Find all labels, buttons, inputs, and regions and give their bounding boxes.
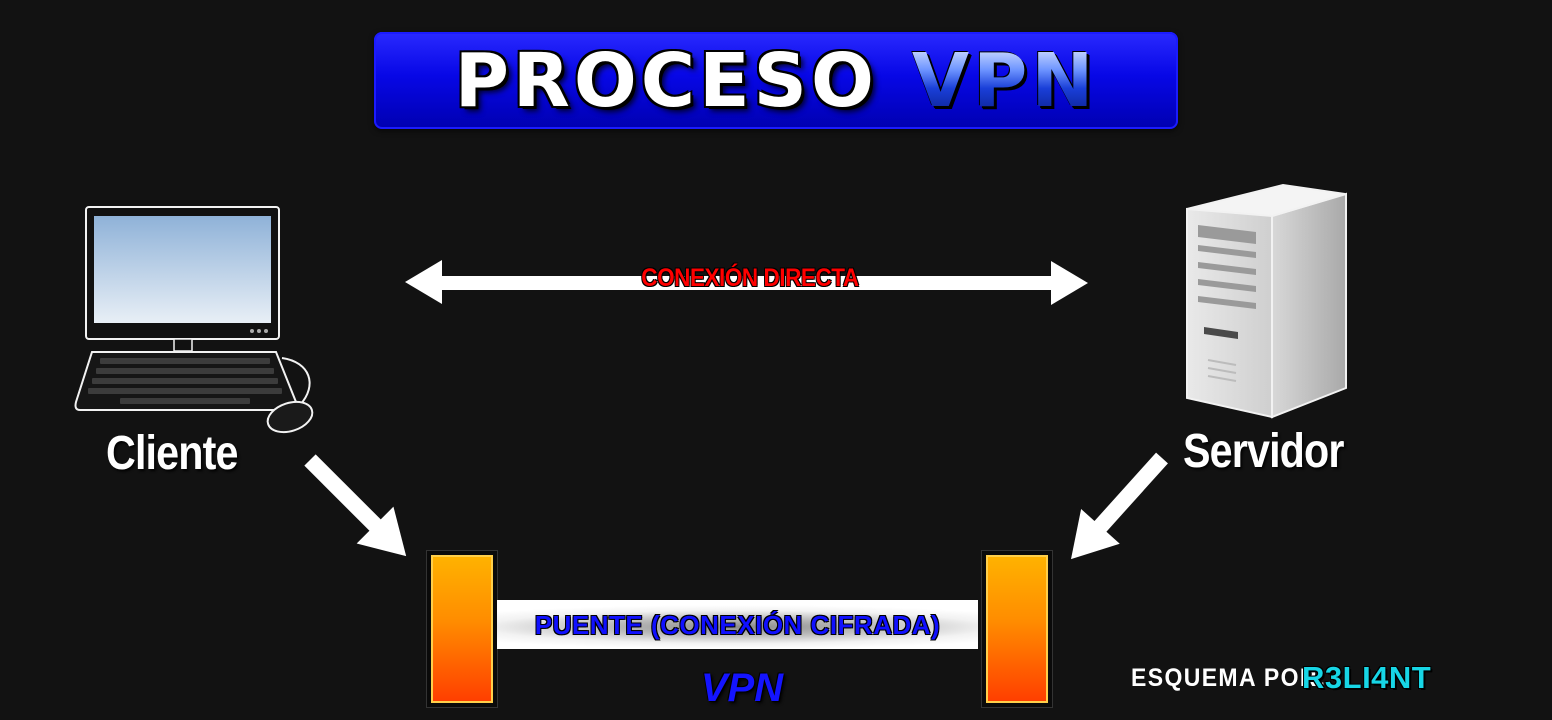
server-tower-icon xyxy=(1185,183,1347,419)
server-to-tunnel-arrow xyxy=(1070,452,1168,560)
client-label: Cliente xyxy=(106,427,238,480)
credit-author: R3LI4NT xyxy=(1302,660,1432,695)
credit-prefix: ESQUEMA POR: xyxy=(1131,664,1327,692)
title-word-vpn: VPN xyxy=(911,37,1098,124)
vpn-label: VPN xyxy=(700,666,784,710)
client-to-tunnel-arrow xyxy=(304,454,407,557)
direct-connection-arrow xyxy=(405,260,1088,305)
tunnel-bridge xyxy=(497,600,978,649)
tunnel-left-endpoint xyxy=(427,551,497,707)
title-word-proceso: PROCESO xyxy=(454,37,878,124)
desktop-computer-icon xyxy=(74,206,314,434)
server-label: Servidor xyxy=(1183,425,1344,478)
direct-connection-label: CONEXIÓN DIRECTA xyxy=(641,264,859,292)
tunnel-right-endpoint xyxy=(982,551,1052,707)
tunnel-bridge-label: PUENTE (CONEXIÓN CIFRADA) xyxy=(534,610,941,640)
title-banner: PROCESO VPN xyxy=(374,32,1178,129)
